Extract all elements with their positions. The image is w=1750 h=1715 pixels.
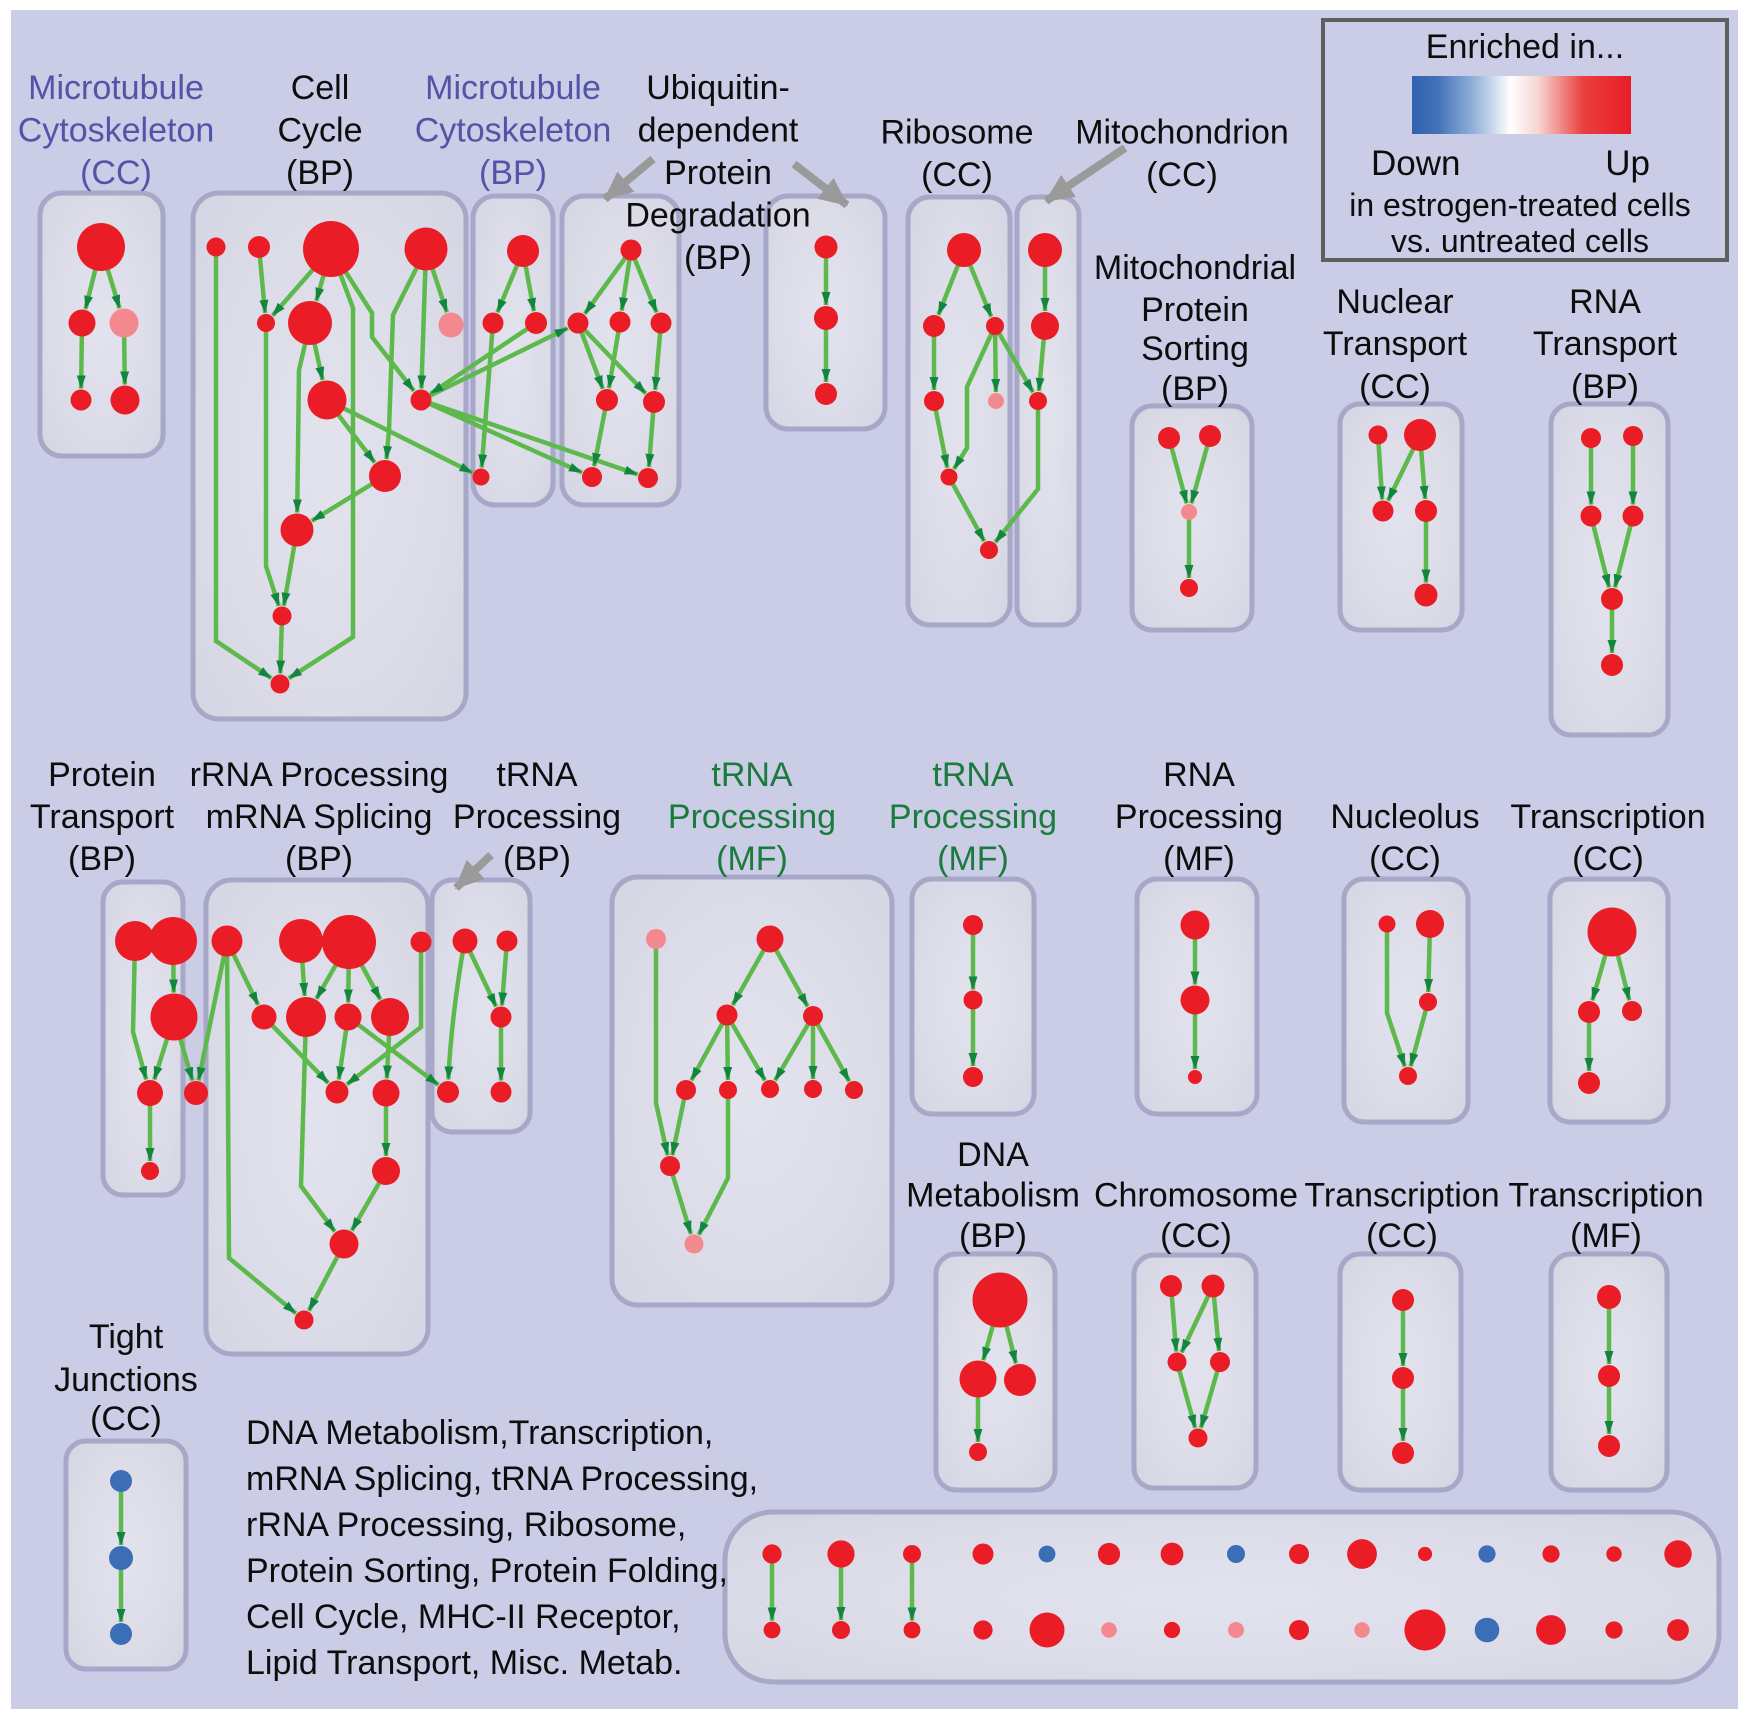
svg-text:(BP): (BP) [684, 239, 752, 277]
svg-text:(BP): (BP) [1161, 370, 1229, 408]
svg-text:Microtubule: Microtubule [425, 69, 601, 107]
svg-text:Transport: Transport [1323, 325, 1468, 363]
svg-text:(CC): (CC) [1146, 156, 1218, 194]
svg-text:in estrogen-treated cells: in estrogen-treated cells [1349, 187, 1691, 223]
svg-text:(MF): (MF) [716, 840, 788, 878]
svg-text:(MF): (MF) [1163, 840, 1235, 878]
svg-text:Cell Cycle, MHC-II Receptor,: Cell Cycle, MHC-II Receptor, [246, 1598, 681, 1636]
svg-text:(CC): (CC) [1572, 840, 1644, 878]
svg-text:Cell: Cell [291, 69, 350, 107]
svg-text:RNA: RNA [1569, 283, 1641, 321]
svg-text:DNA: DNA [957, 1136, 1029, 1174]
svg-text:Ribosome: Ribosome [880, 114, 1033, 152]
svg-text:Cytoskeleton: Cytoskeleton [415, 112, 612, 150]
svg-text:(BP): (BP) [1571, 368, 1639, 406]
svg-text:Processing: Processing [889, 798, 1057, 836]
svg-text:Transcription: Transcription [1304, 1177, 1499, 1215]
svg-text:Transcription: Transcription [1510, 798, 1705, 836]
svg-text:(CC): (CC) [921, 156, 993, 194]
svg-text:Mitochondrial: Mitochondrial [1094, 249, 1296, 287]
svg-text:Cycle: Cycle [277, 112, 362, 150]
svg-text:Nucleolus: Nucleolus [1330, 798, 1479, 836]
svg-text:mRNA Splicing: mRNA Splicing [206, 798, 433, 836]
svg-text:(CC): (CC) [1160, 1217, 1232, 1255]
svg-text:Up: Up [1605, 144, 1650, 183]
svg-text:(BP): (BP) [68, 840, 136, 878]
svg-text:Down: Down [1371, 144, 1460, 183]
svg-text:rRNA Processing: rRNA Processing [190, 756, 449, 794]
svg-text:Microtubule: Microtubule [28, 69, 204, 107]
svg-text:Mitochondrion: Mitochondrion [1075, 114, 1289, 152]
svg-text:Chromosome: Chromosome [1094, 1177, 1298, 1215]
svg-text:Transport: Transport [30, 798, 175, 836]
svg-text:(MF): (MF) [937, 840, 1009, 878]
svg-text:Protein: Protein [1141, 291, 1249, 329]
svg-text:Protein Sorting, Protein Foldi: Protein Sorting, Protein Folding, [246, 1552, 728, 1590]
svg-text:RNA: RNA [1163, 756, 1235, 794]
svg-text:vs. untreated cells: vs. untreated cells [1391, 223, 1649, 259]
svg-text:Protein: Protein [664, 154, 772, 192]
svg-text:dependent: dependent [638, 112, 799, 150]
svg-text:tRNA: tRNA [711, 756, 793, 794]
svg-text:Processing: Processing [668, 798, 836, 836]
svg-text:Tight: Tight [89, 1318, 164, 1356]
svg-text:Processing: Processing [453, 798, 621, 836]
svg-text:(BP): (BP) [959, 1217, 1027, 1255]
svg-text:tRNA: tRNA [496, 756, 578, 794]
svg-text:(BP): (BP) [285, 840, 353, 878]
svg-text:(CC): (CC) [1369, 840, 1441, 878]
svg-text:(BP): (BP) [479, 154, 547, 192]
svg-text:rRNA Processing, Ribosome,: rRNA Processing, Ribosome, [246, 1506, 686, 1544]
svg-text:Nuclear: Nuclear [1336, 283, 1453, 321]
svg-text:Lipid Transport, Misc. Metab.: Lipid Transport, Misc. Metab. [246, 1644, 683, 1682]
svg-text:Enriched in...: Enriched in... [1426, 28, 1624, 66]
svg-text:Protein: Protein [48, 756, 156, 794]
svg-text:(BP): (BP) [286, 154, 354, 192]
svg-text:Metabolism: Metabolism [906, 1177, 1080, 1215]
svg-text:Degradation: Degradation [625, 197, 810, 235]
svg-text:Transcription: Transcription [1508, 1177, 1703, 1215]
svg-text:Junctions: Junctions [54, 1361, 198, 1399]
svg-text:Processing: Processing [1115, 798, 1283, 836]
svg-text:(MF): (MF) [1570, 1217, 1642, 1255]
svg-text:mRNA Splicing, tRNA Processing: mRNA Splicing, tRNA Processing, [246, 1460, 758, 1498]
svg-text:tRNA: tRNA [932, 756, 1014, 794]
svg-text:Ubiquitin-: Ubiquitin- [646, 69, 790, 107]
svg-text:Transport: Transport [1533, 325, 1678, 363]
svg-text:(CC): (CC) [90, 1400, 162, 1438]
svg-text:(CC): (CC) [80, 154, 152, 192]
svg-text:Cytoskeleton: Cytoskeleton [18, 112, 215, 150]
svg-text:DNA Metabolism,Transcription,: DNA Metabolism,Transcription, [246, 1414, 713, 1452]
svg-text:(BP): (BP) [503, 840, 571, 878]
svg-text:(CC): (CC) [1366, 1217, 1438, 1255]
svg-text:(CC): (CC) [1359, 368, 1431, 406]
svg-text:Sorting: Sorting [1141, 330, 1249, 368]
